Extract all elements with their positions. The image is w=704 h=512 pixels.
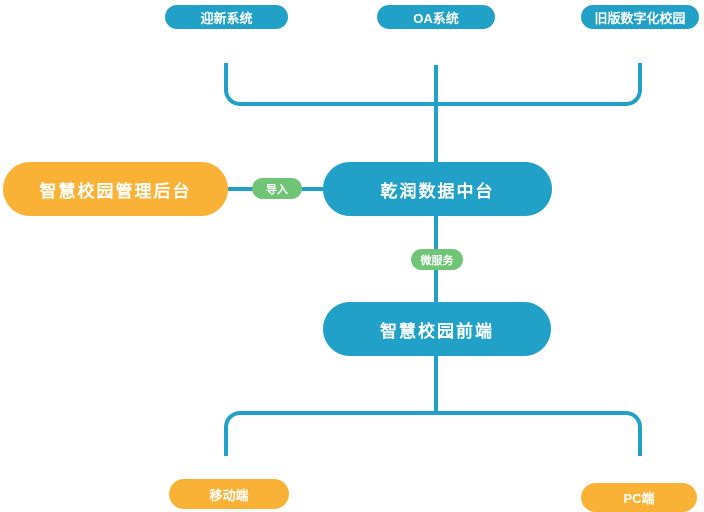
connector-left-client-curve <box>224 411 242 429</box>
node-smart-campus-frontend: 智慧校园前端 <box>323 302 551 356</box>
node-oa-system: OA系统 <box>377 5 495 29</box>
node-yingxin-system: 迎新系统 <box>165 5 288 29</box>
connector-right-client-drop <box>638 427 642 456</box>
connector-frontend-stem <box>434 356 438 413</box>
connector-client-bus <box>240 411 626 415</box>
node-pc-client: PC端 <box>581 483 697 512</box>
node-smart-campus-admin-backend: 智慧校园管理后台 <box>3 162 228 216</box>
connector-left-source-drop <box>224 63 228 91</box>
connector-source-bus <box>240 102 626 106</box>
connector-right-source-curve <box>624 88 642 106</box>
edge-label-microservice: 微服务 <box>411 249 463 270</box>
connector-left-source-curve <box>224 88 242 106</box>
node-qianrun-data-platform: 乾润数据中台 <box>323 162 552 216</box>
connector-right-source-drop <box>638 63 642 91</box>
connector-right-client-curve <box>624 411 642 429</box>
edge-label-import: 导入 <box>252 178 302 199</box>
connector-left-client-drop <box>224 427 228 456</box>
node-mobile-client: 移动端 <box>169 479 289 509</box>
connector-center-source-stem <box>434 65 438 162</box>
node-legacy-digital-campus: 旧版数字化校园 <box>581 5 699 29</box>
